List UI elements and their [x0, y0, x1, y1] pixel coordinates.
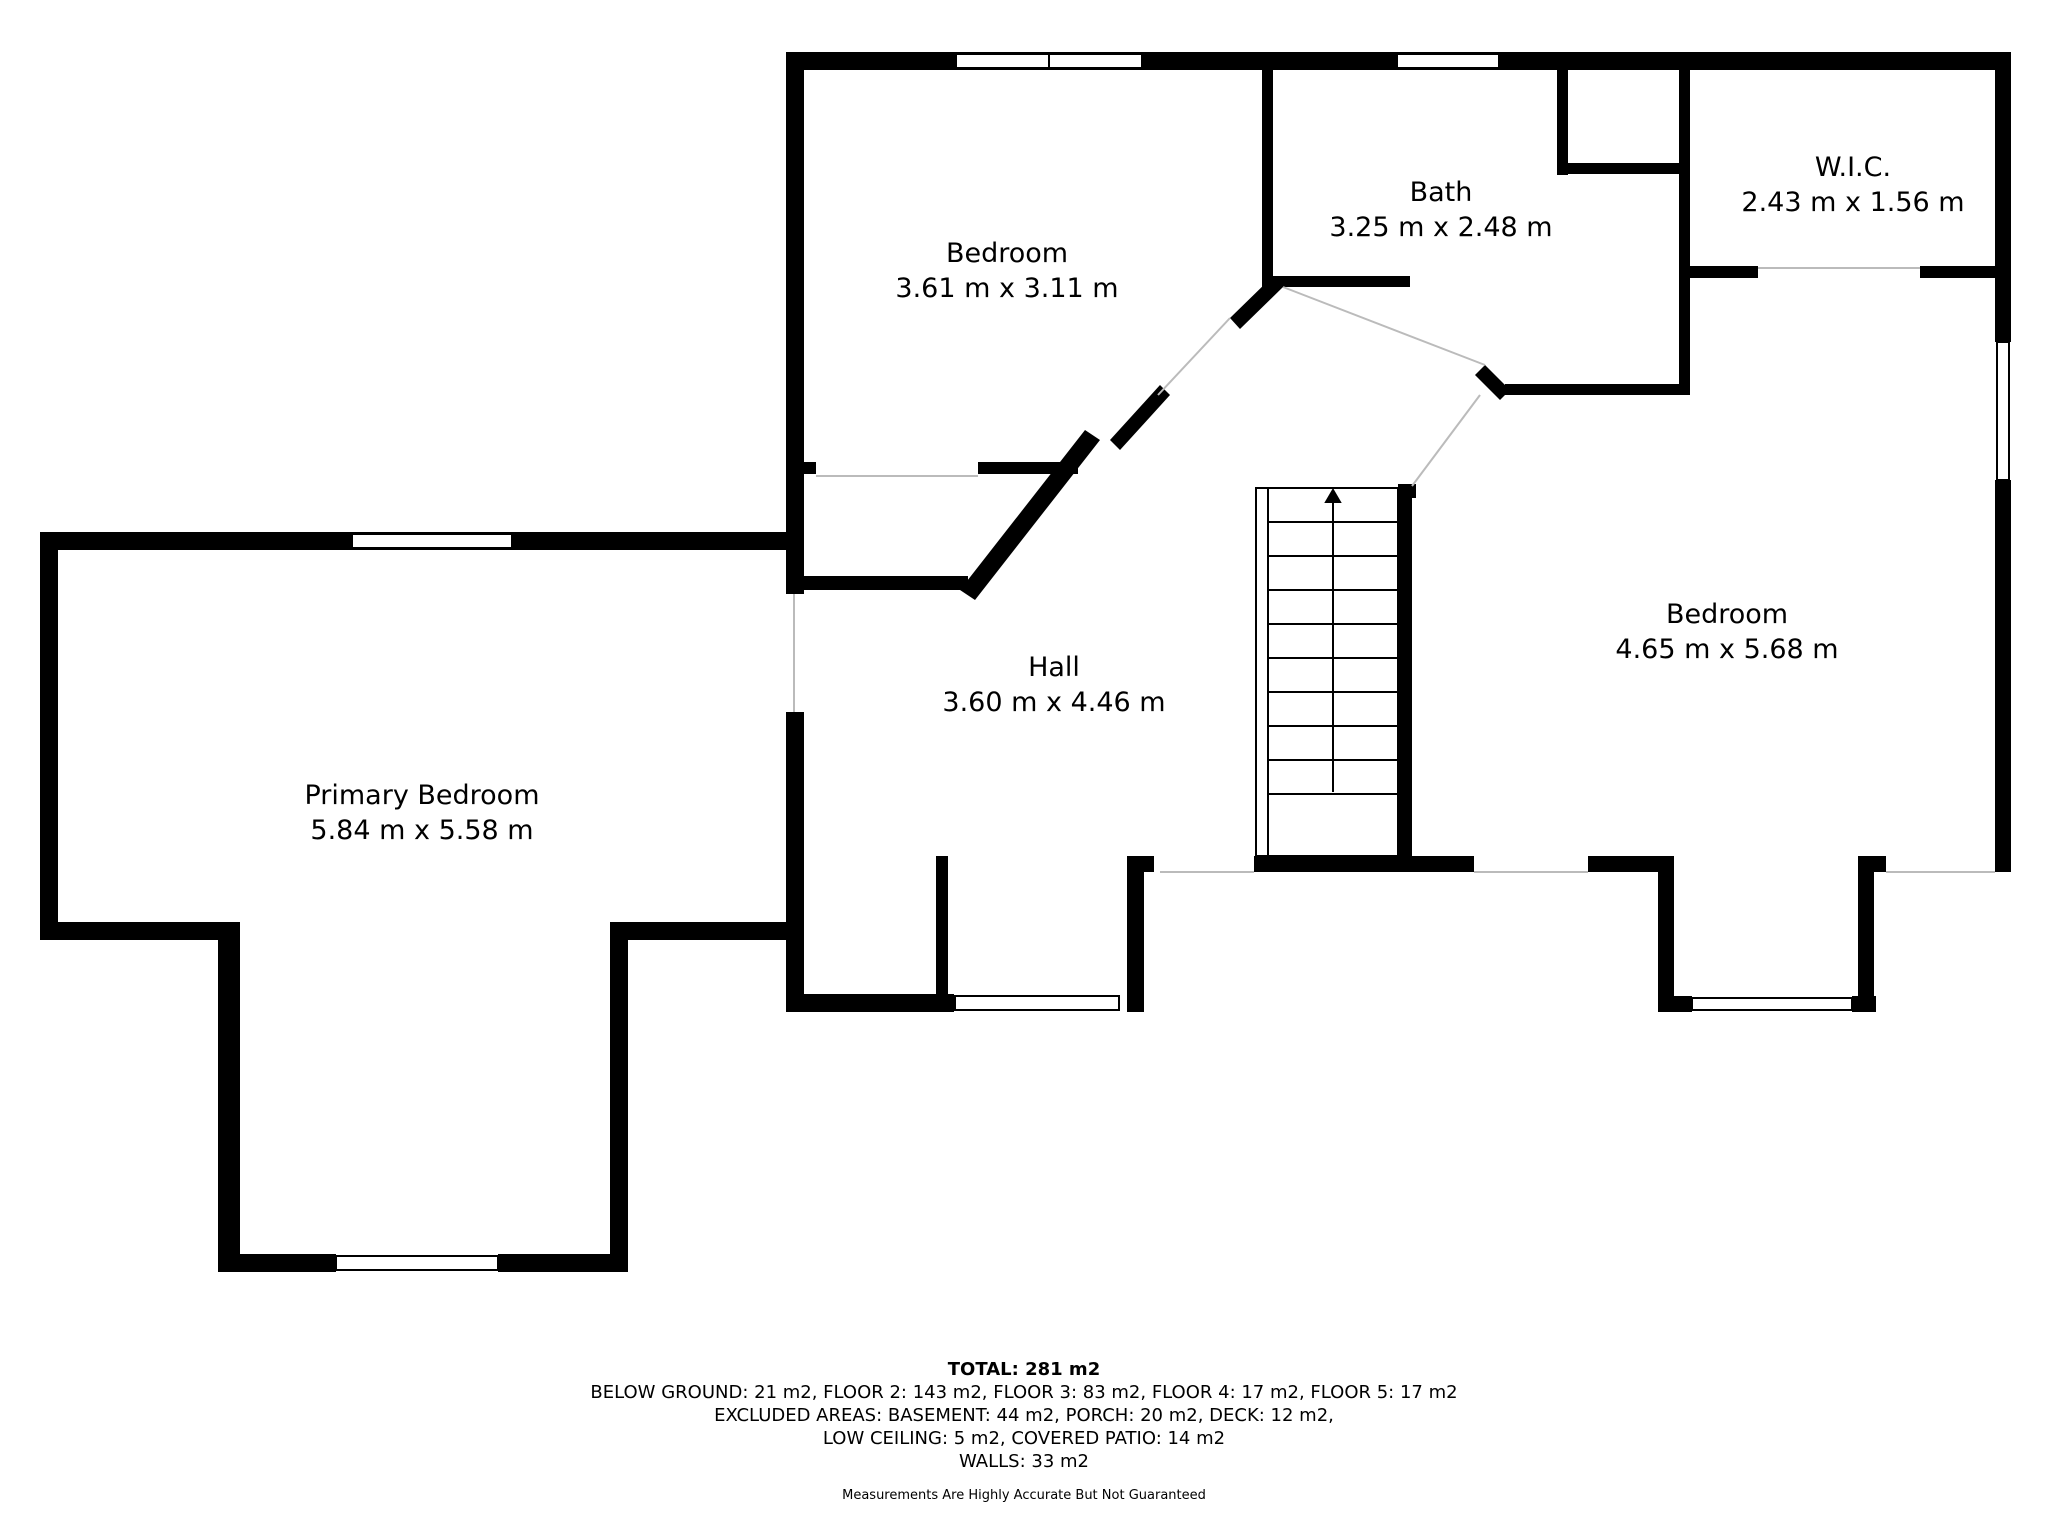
room-label-bedroom-right: Bedroom 4.65 m x 5.68 m [1615, 599, 1838, 665]
room-dimensions: 3.61 m x 3.11 m [895, 273, 1118, 304]
room-label-bedroom-upper: Bedroom 3.61 m x 3.11 m [895, 238, 1118, 304]
windows [335, 53, 2010, 1271]
disclaimer: Measurements Are Highly Accurate But Not… [842, 1488, 1206, 1503]
room-dimensions: 3.25 m x 2.48 m [1329, 212, 1552, 243]
room-name: W.I.C. [1815, 152, 1891, 183]
stairs [1255, 487, 1399, 857]
area-walls: WALLS: 33 m2 [958, 1451, 1089, 1472]
room-name: Bedroom [1666, 599, 1788, 630]
area-excluded: EXCLUDED AREAS: BASEMENT: 44 m2, PORCH: … [714, 1405, 1334, 1426]
area-total: TOTAL: 281 m2 [947, 1359, 1101, 1380]
floor-plan: Bedroom 3.61 m x 3.11 m Bath 3.25 m x 2.… [40, 52, 2011, 1272]
area-excluded-continued: LOW CEILING: 5 m2, COVERED PATIO: 14 m2 [822, 1428, 1226, 1449]
door-openings [793, 267, 1995, 873]
walls [40, 52, 2011, 1272]
room-name: Bedroom [946, 238, 1068, 269]
room-dimensions: 3.60 m x 4.46 m [942, 687, 1165, 718]
room-dimensions: 4.65 m x 5.68 m [1615, 634, 1838, 665]
room-label-primary-bedroom: Primary Bedroom 5.84 m x 5.58 m [304, 780, 539, 846]
area-floors: BELOW GROUND: 21 m2, FLOOR 2: 143 m2, FL… [590, 1382, 1458, 1403]
room-dimensions: 5.84 m x 5.58 m [310, 815, 533, 846]
room-label-bath: Bath 3.25 m x 2.48 m [1329, 177, 1552, 243]
room-name: Hall [1028, 652, 1080, 683]
room-label-wic: W.I.C. 2.43 m x 1.56 m [1741, 152, 1964, 218]
area-summary: TOTAL: 281 m2 BELOW GROUND: 21 m2, FLOOR… [0, 1358, 2048, 1473]
room-name: Bath [1410, 177, 1473, 208]
room-name: Primary Bedroom [304, 780, 539, 811]
room-dimensions: 2.43 m x 1.56 m [1741, 187, 1964, 218]
room-label-hall: Hall 3.60 m x 4.46 m [942, 652, 1165, 718]
